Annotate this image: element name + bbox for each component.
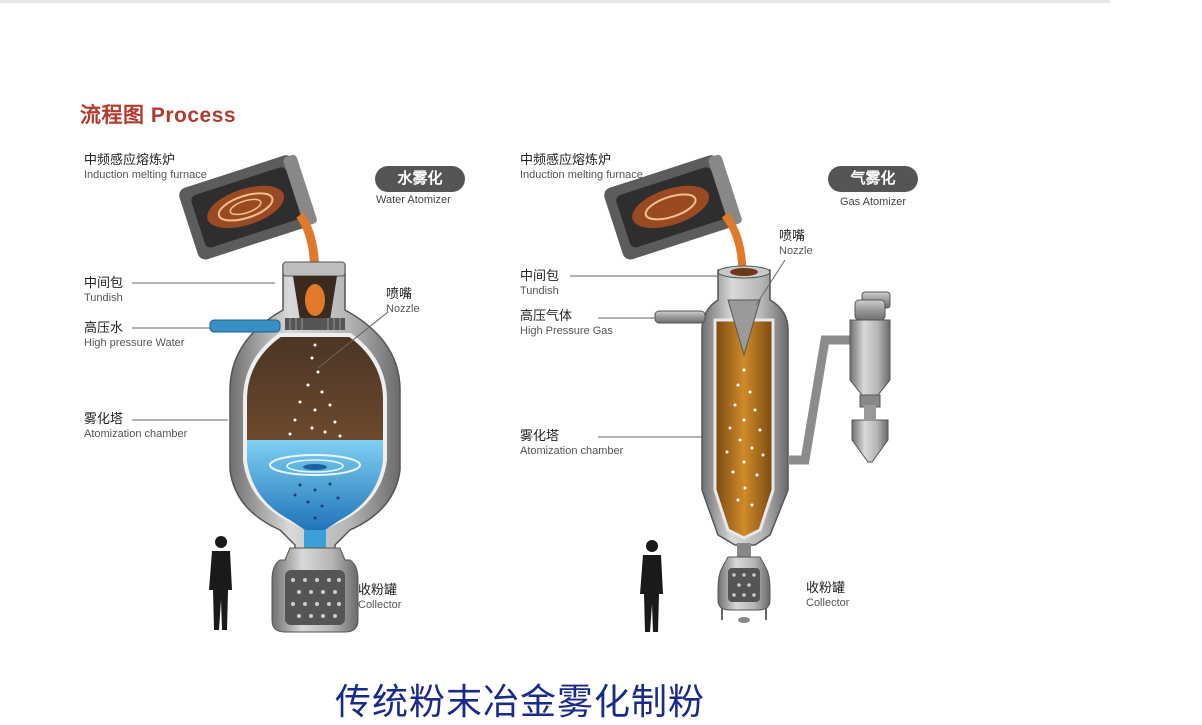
gas-tundish-en: Tundish	[520, 285, 559, 297]
gas-person-silhouette	[640, 540, 663, 632]
water-tundish-en: Tundish	[84, 292, 123, 304]
water-nozzle-en: Nozzle	[386, 303, 420, 315]
gas-collector-en: Collector	[806, 597, 850, 609]
water-chamber-label: 雾化塔 Atomization chamber	[84, 411, 187, 441]
water-furnace-en: Induction melting furnace	[84, 169, 207, 181]
water-atomizer-badge: 水雾化	[375, 166, 465, 192]
water-atomizer-badge-sub: Water Atomizer	[376, 194, 451, 206]
water-chamber-cn: 雾化塔	[84, 411, 124, 426]
gas-furnace-cn: 中频感应熔炼炉	[520, 152, 612, 167]
gas-chamber-cn: 雾化塔	[520, 428, 560, 443]
gas-nozzle-en: Nozzle	[779, 245, 813, 257]
water-hp-cn: 高压水	[84, 320, 124, 335]
bottom-caption: 传统粉末冶金雾化制粉	[334, 682, 705, 723]
water-hp-label: 高压水 High pressure Water	[84, 320, 184, 350]
gas-collector	[717, 556, 771, 623]
water-hp-en: High pressure Water	[84, 337, 185, 349]
water-atomizer	[132, 154, 401, 633]
gas-hp-label: 高压气体 High Pressure Gas	[520, 308, 613, 338]
water-nozzle-cn: 喷嘴	[386, 286, 413, 301]
water-collector-en: Collector	[358, 599, 402, 611]
water-pool	[247, 440, 383, 532]
water-inlet-pipe	[209, 319, 281, 333]
gas-atomizer	[570, 154, 891, 632]
gas-chamber-en: Atomization chamber	[520, 445, 624, 457]
water-particles	[288, 343, 342, 438]
gas-tundish-cn: 中间包	[520, 268, 560, 283]
gas-furnace-label: 中频感应熔炼炉 Induction melting furnace	[520, 152, 643, 182]
gas-nozzle-cone	[727, 299, 761, 357]
gas-furnace	[604, 154, 742, 260]
water-furnace	[179, 154, 317, 260]
gas-exhaust-pipe	[788, 335, 860, 465]
gas-collector-cn: 收粉罐	[806, 580, 846, 595]
gas-hp-en: High Pressure Gas	[520, 325, 613, 337]
gas-chamber-label: 雾化塔 Atomization chamber	[520, 428, 623, 458]
water-collector-label: 收粉罐 Collector	[358, 582, 401, 612]
water-tundish-label: 中间包 Tundish	[84, 275, 123, 305]
water-furnace-cn: 中频感应熔炼炉	[84, 152, 176, 167]
gas-inner-chamber	[713, 318, 775, 540]
page-title: 流程图 Process	[80, 104, 237, 127]
water-chamber-en: Atomization chamber	[84, 428, 188, 440]
gas-particles	[725, 368, 765, 507]
gas-atomizer-badge-sub: Gas Atomizer	[840, 196, 907, 208]
gas-atomizer-badge: 气雾化	[828, 166, 918, 192]
water-furnace-label: 中频感应熔炼炉 Induction melting furnace	[84, 152, 207, 182]
gas-hp-cn: 高压气体	[520, 308, 573, 323]
gas-collector-label: 收粉罐 Collector	[806, 580, 849, 610]
water-collector-cn: 收粉罐	[358, 582, 398, 597]
gas-cyclone	[849, 291, 891, 463]
gas-nozzle-label: 喷嘴 Nozzle	[779, 228, 813, 258]
gas-tundish-label: 中间包 Tundish	[520, 268, 559, 298]
gas-nozzle-cn: 喷嘴	[779, 228, 806, 243]
top-divider	[0, 0, 1110, 3]
water-person-silhouette	[209, 536, 232, 630]
gas-furnace-en: Induction melting furnace	[520, 169, 643, 181]
gas-inlet-pipe	[654, 310, 706, 324]
water-nozzle-label: 喷嘴 Nozzle	[386, 286, 420, 316]
water-tundish-cn: 中间包	[84, 275, 124, 290]
